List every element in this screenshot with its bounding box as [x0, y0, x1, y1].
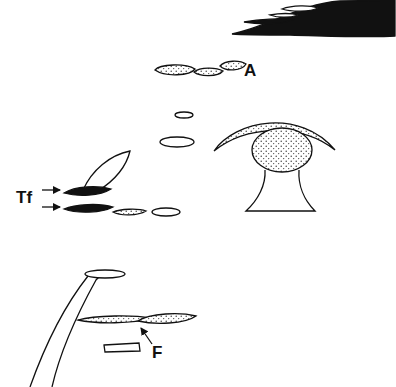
- part-label: Tf: [16, 189, 32, 206]
- part-label: F: [152, 344, 162, 361]
- part-label: A: [244, 62, 256, 79]
